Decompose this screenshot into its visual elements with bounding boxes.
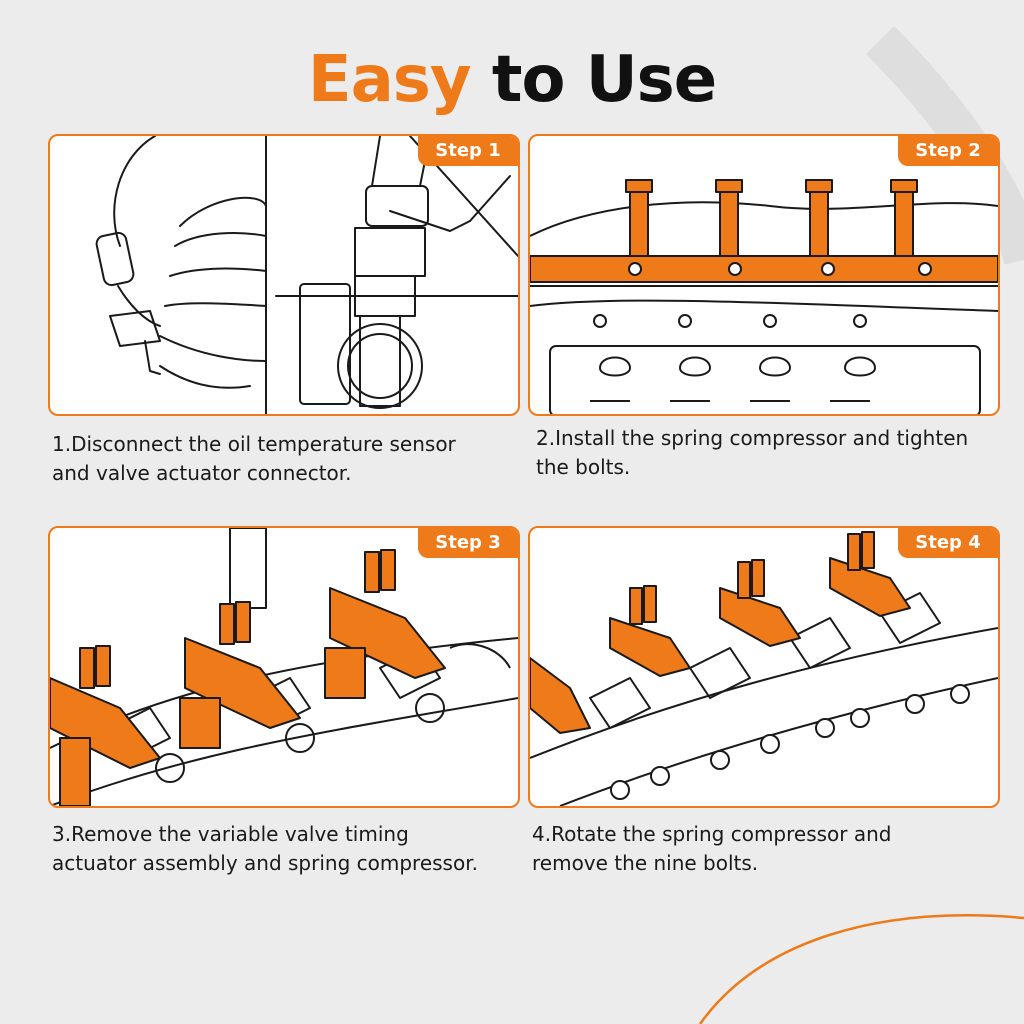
step-3-caption: 3.Remove the variable valve timing actua… xyxy=(52,822,478,875)
step-3-badge: Step 3 xyxy=(418,528,518,558)
step-4-caption: 4.Rotate the spring compressor and remov… xyxy=(532,822,892,875)
step-4-illustration xyxy=(530,531,998,806)
step-3-panel: Step 3 xyxy=(48,526,520,808)
step-2-caption: 2.Install the spring compressor and tigh… xyxy=(536,426,969,479)
page-title: Easy to Use xyxy=(0,42,1024,118)
title-rest: to Use xyxy=(491,43,717,117)
step-3-illustration xyxy=(50,528,518,806)
step-1-caption: 1.Disconnect the oil temperature sensor … xyxy=(52,432,456,485)
step-2-panel: Step 2 xyxy=(528,134,1000,416)
step-2-badge: Step 2 xyxy=(898,136,998,166)
title-accent: Easy xyxy=(307,43,472,117)
step-4-panel: Step 4 xyxy=(528,526,1000,808)
step-1-panel: Step 1 xyxy=(48,134,520,416)
step-4-badge: Step 4 xyxy=(898,528,998,558)
step-1-badge: Step 1 xyxy=(418,136,518,166)
step-2-illustration xyxy=(530,179,998,414)
step-1-illustration xyxy=(95,136,518,414)
